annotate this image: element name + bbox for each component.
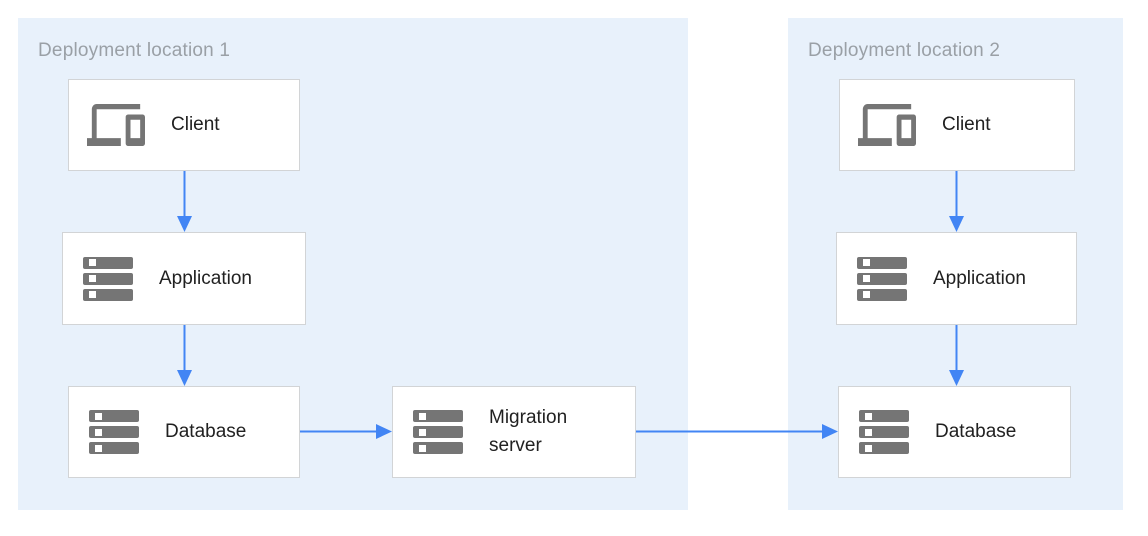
server-stack-icon	[89, 410, 139, 454]
node-label: Client	[942, 114, 991, 136]
server-stack-icon	[413, 410, 463, 454]
node-migration-server: Migration server	[392, 386, 636, 478]
devices-icon	[87, 104, 145, 146]
node-label: Client	[171, 114, 220, 136]
server-stack-icon	[857, 256, 907, 301]
node-label: Migration server	[489, 407, 568, 456]
node-label: Application	[159, 267, 252, 289]
node-label: Application	[933, 267, 1026, 289]
node-label: Database	[935, 421, 1017, 443]
node-label: Database	[165, 421, 247, 443]
devices-icon	[858, 104, 916, 146]
node-database-2: Database	[838, 386, 1071, 478]
server-stack-icon	[859, 410, 909, 454]
node-application-1: Application	[62, 232, 306, 325]
region-label-2: Deployment location 2	[808, 40, 1001, 61]
region-label-1: Deployment location 1	[38, 40, 231, 61]
node-application-2: Application	[836, 232, 1077, 325]
node-database-1: Database	[68, 386, 300, 478]
node-client-1: Client	[68, 79, 300, 171]
server-stack-icon	[83, 256, 133, 301]
node-client-2: Client	[839, 79, 1075, 171]
